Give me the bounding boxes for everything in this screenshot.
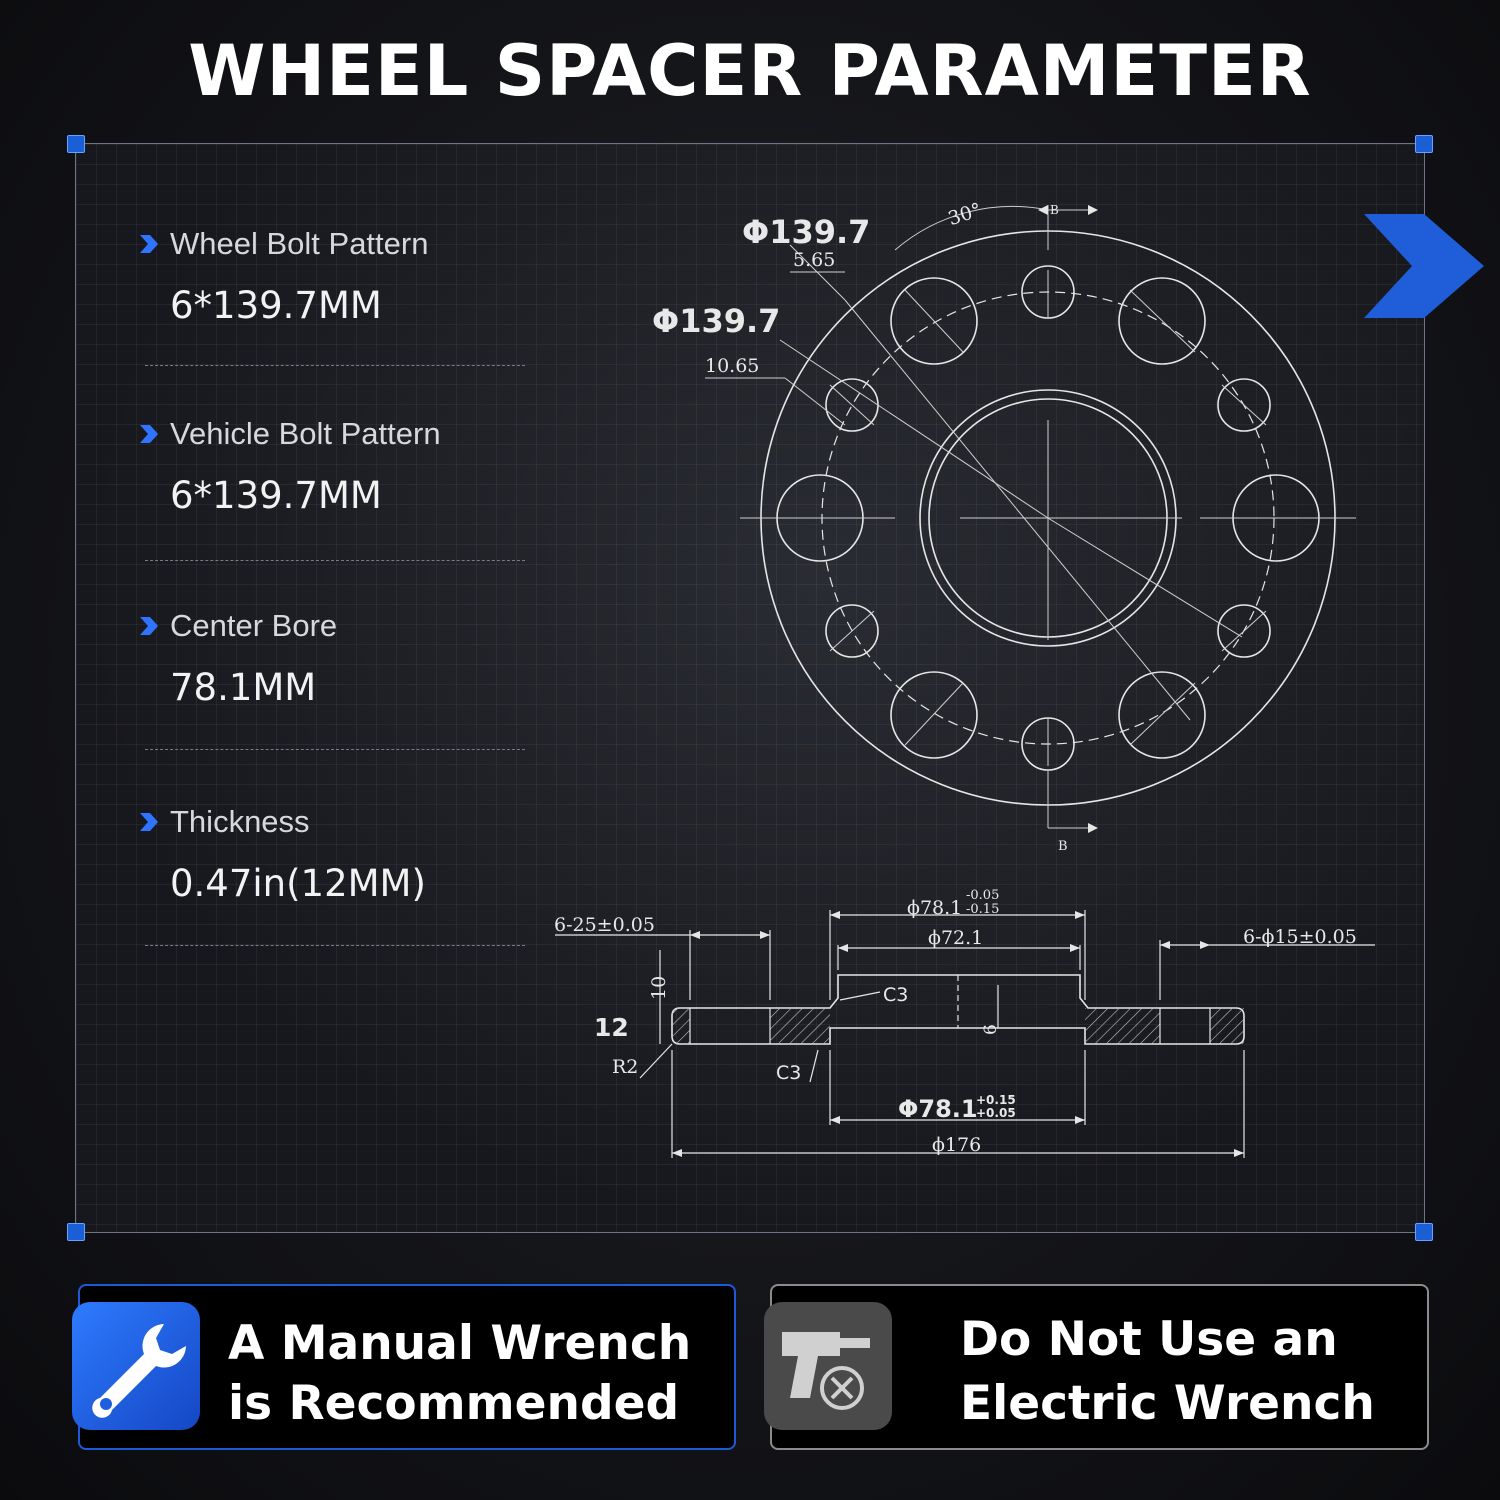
section-marker: B: [1058, 839, 1068, 854]
page-title: WHEEL SPACER PARAMETER: [188, 30, 1312, 112]
dim-label: 12: [594, 1013, 629, 1042]
tol-label: +0.15: [976, 1093, 1016, 1107]
dim-label: 6-ϕ15±0.05: [1243, 926, 1357, 948]
chamfer-label: C3: [776, 1062, 801, 1084]
bolt-hole-large: [890, 671, 978, 759]
chevron-right-icon: [140, 813, 158, 831]
dim-label: Φ139.7: [742, 213, 870, 251]
dim-label: 6-25±0.05: [554, 914, 655, 936]
corner-handle-bottom-right: [1415, 1223, 1433, 1241]
bolt-hole-small: [1217, 378, 1271, 432]
dim-label: ϕ176: [932, 1134, 981, 1156]
dim-label: 6: [981, 1024, 1001, 1035]
chevron-right-icon: [1364, 214, 1484, 318]
chevron-right-icon: [140, 235, 158, 253]
card-line: Electric Wrench: [960, 1376, 1375, 1431]
spec-label: Center Bore: [170, 608, 338, 643]
angle-label: 30°: [945, 199, 984, 230]
dim-label: Φ78.1: [898, 1095, 978, 1123]
tol-label: +0.05: [976, 1106, 1016, 1120]
spec-label: Wheel Bolt Pattern: [170, 226, 429, 261]
blueprint-panel: [75, 143, 1425, 1233]
hatch-left-edge: [672, 1008, 690, 1044]
wrench-icon: [72, 1302, 200, 1430]
dim-label: 5.65: [793, 249, 835, 271]
hatch-left: [770, 1008, 830, 1044]
tol-label: -0.05: [966, 888, 999, 903]
card-line: Do Not Use an: [960, 1312, 1338, 1367]
corner-handle-bottom-left: [67, 1223, 85, 1241]
spec-value: 6*139.7MM: [170, 474, 382, 517]
chevron-right-icon: [140, 425, 158, 443]
dim-label: Φ139.7: [652, 302, 780, 340]
bolt-hole-large: [1118, 671, 1206, 759]
divider: [145, 560, 525, 561]
divider: [145, 365, 525, 366]
bolt-hole-large: [890, 277, 978, 365]
divider: [145, 749, 525, 750]
chevron-right-icon: [140, 617, 158, 635]
section-marker: B: [1050, 203, 1059, 217]
dim-label: R2: [612, 1056, 638, 1078]
card-line: A Manual Wrench: [228, 1316, 692, 1371]
dim-label: 10.65: [705, 355, 759, 377]
corner-handle-top-right: [1415, 135, 1433, 153]
dim-label: 10: [648, 976, 670, 1000]
hatch-right-edge: [1210, 1008, 1244, 1044]
tol-label: -0.15: [966, 902, 999, 917]
spec-thickness: Thickness 0.47in(12MM): [138, 804, 538, 946]
spec-label: Thickness: [170, 804, 310, 839]
spec-value: 0.47in(12MM): [170, 862, 426, 905]
dim-label: ϕ78.1: [907, 897, 962, 919]
spec-value: 6*139.7MM: [170, 284, 382, 327]
electric-wrench-warning-card: Do Not Use an Electric Wrench: [764, 1284, 1429, 1450]
dim-label: ϕ72.1: [928, 927, 983, 949]
corner-handle-top-left: [67, 135, 85, 153]
chamfer-label: C3: [883, 984, 908, 1006]
spec-center-bore: Center Bore 78.1MM: [138, 608, 538, 750]
divider: [145, 945, 525, 946]
card-line: is Recommended: [228, 1376, 680, 1431]
spec-vehicle-bolt-pattern: Vehicle Bolt Pattern 6*139.7MM: [138, 416, 538, 561]
no-electric-drill-icon: [764, 1302, 892, 1430]
spec-value: 78.1MM: [170, 666, 317, 709]
bolt-hole-large: [1118, 277, 1206, 365]
hatch-right: [1085, 1008, 1160, 1044]
bolt-hole-small: [825, 604, 879, 658]
manual-wrench-card: A Manual Wrench is Recommended: [72, 1284, 736, 1450]
spec-label: Vehicle Bolt Pattern: [170, 416, 441, 451]
bolt-hole-small: [1217, 604, 1271, 658]
spec-wheel-bolt-pattern: Wheel Bolt Pattern 6*139.7MM: [138, 226, 538, 366]
